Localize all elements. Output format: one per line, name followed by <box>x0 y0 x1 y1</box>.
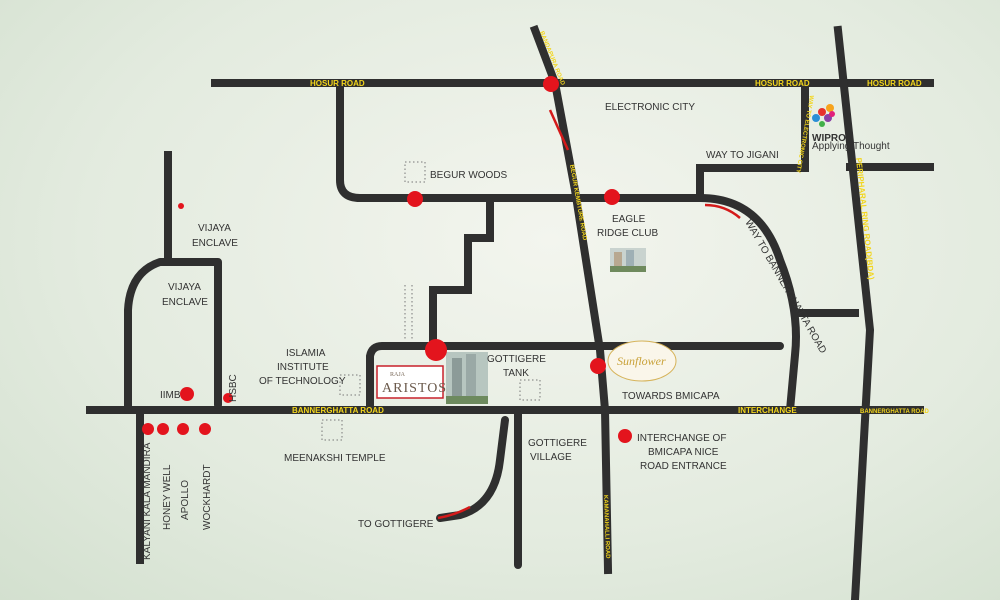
gottigere-village-line1: GOTTIGERE <box>528 438 587 449</box>
project-name-label: ARISTOS <box>382 381 447 396</box>
sunflower-text: Sunflower <box>617 354 666 368</box>
marker-icon <box>178 203 184 209</box>
eagle-ridge-label-2: RIDGE CLUB <box>597 228 658 239</box>
interchange-label: INTERCHANGE <box>738 406 797 415</box>
begur-connector <box>429 194 494 354</box>
marker-icon <box>407 191 423 207</box>
place-labels: ELECTRONIC CITY BEGUR WOODS WAY TO JIGAN… <box>142 102 779 560</box>
marker-icon <box>142 423 154 435</box>
way-to-jigani-label: WAY TO JIGANI <box>706 150 779 161</box>
honey-well-label: HONEY WELL <box>162 464 173 530</box>
marker-icon <box>177 423 189 435</box>
gottigere-village-line2: VILLAGE <box>530 452 572 463</box>
marker-icon <box>590 358 606 374</box>
gottigere-tank-line2: TANK <box>503 368 529 379</box>
plot-markers <box>321 161 541 441</box>
interchange-bmicapa-line3: ROAD ENTRANCE <box>640 461 727 472</box>
gottigere-tank-line1: GOTTIGERE <box>487 354 546 365</box>
way-to-bannerghatta-label: WAY TO BANNERGHATTA ROAD <box>742 218 828 356</box>
sunflower-logo: Sunflower <box>607 340 677 382</box>
wipro-name: WIPRO <box>812 133 846 144</box>
interchange-bmicapa-line1: INTERCHANGE OF <box>637 433 726 444</box>
way-to-jigani-road <box>696 86 809 202</box>
location-dots <box>142 76 632 443</box>
kamanahalli-road-label: KAMANAHALLI ROAD <box>602 495 610 559</box>
iimb-label: IIMB <box>160 390 181 401</box>
bannerghatta-road-label-2: BANNERGHATTA ROAD <box>860 409 930 415</box>
wipro-tagline: Applying Thought <box>812 141 890 152</box>
to-gottigere-label: TO GOTTIGERE <box>358 519 434 530</box>
marker-icon <box>157 423 169 435</box>
hosur-road-label-2: HOSUR ROAD <box>755 79 810 88</box>
hosur-road-label-3: HOSUR ROAD <box>867 79 922 88</box>
peripheral-ring-road <box>833 25 875 600</box>
meenakshi-plot <box>321 419 343 441</box>
begur-woods-label: BEGUR WOODS <box>430 170 508 181</box>
project-badge[interactable]: RAJA ARISTOS <box>376 365 447 399</box>
vijaya-enclave-1-line2: ENCLAVE <box>192 238 238 249</box>
eagle-ridge-label-1: EAGLE <box>612 214 646 225</box>
hosur-road-label-1: HOSUR ROAD <box>310 79 365 88</box>
begur-woods-plot <box>404 161 426 183</box>
gottigere-tank-road <box>366 342 784 414</box>
islamia-line2: INSTITUTE <box>277 362 329 373</box>
gottigere-tank-plot <box>519 379 541 401</box>
red-arrow-icon <box>437 505 471 520</box>
islamia-line1: ISLAMIA <box>286 348 326 359</box>
bannerghatta-road-label: BANNERGHATTA ROAD <box>292 406 384 415</box>
marker-icon <box>543 76 559 92</box>
vijaya-enclave-2-line2: ENCLAVE <box>162 297 208 308</box>
marker-icon <box>199 423 211 435</box>
apollo-label: APOLLO <box>180 480 191 520</box>
hsbc-marker-icon <box>223 393 233 403</box>
red-arrow-icon <box>704 203 741 219</box>
direction-arrows <box>437 109 741 520</box>
red-arrow-icon <box>548 109 570 151</box>
marker-icon <box>604 189 620 205</box>
wipro-logo: WIPRO Applying Thought <box>812 104 890 152</box>
electronic-city-road <box>529 24 613 575</box>
hsbc-label: HSBC <box>228 374 239 402</box>
vijaya-enclave-loop <box>124 258 222 414</box>
towards-bmicapa-label: TOWARDS BMICAPA <box>622 391 720 402</box>
vijaya-enclave-1-line1: VIJAYA <box>198 223 231 234</box>
islamia-line3: OF TECHNOLOGY <box>259 376 346 387</box>
to-gottigere-road <box>436 416 509 522</box>
kalyani-kala-mandira-label: KALYANI KALA MANDIRA <box>142 442 153 560</box>
wockhardt-label: WOCKHARDT <box>202 464 213 530</box>
iimb-marker-icon <box>180 387 194 401</box>
aristos-marker-icon <box>425 339 447 361</box>
interchange-bmicapa-line2: BMICAPA NICE <box>648 447 719 458</box>
vijaya-enclave-2-line1: VIJAYA <box>168 282 201 293</box>
eagle-ridge-image <box>610 248 646 272</box>
marker-icon <box>618 429 632 443</box>
road-network <box>86 24 934 600</box>
aristos-building-image <box>446 352 488 404</box>
meenakshi-temple-label: MEENAKSHI TEMPLE <box>284 453 386 464</box>
project-sub-label: RAJA <box>390 372 406 378</box>
electronic-city-label: ELECTRONIC CITY <box>605 102 695 113</box>
